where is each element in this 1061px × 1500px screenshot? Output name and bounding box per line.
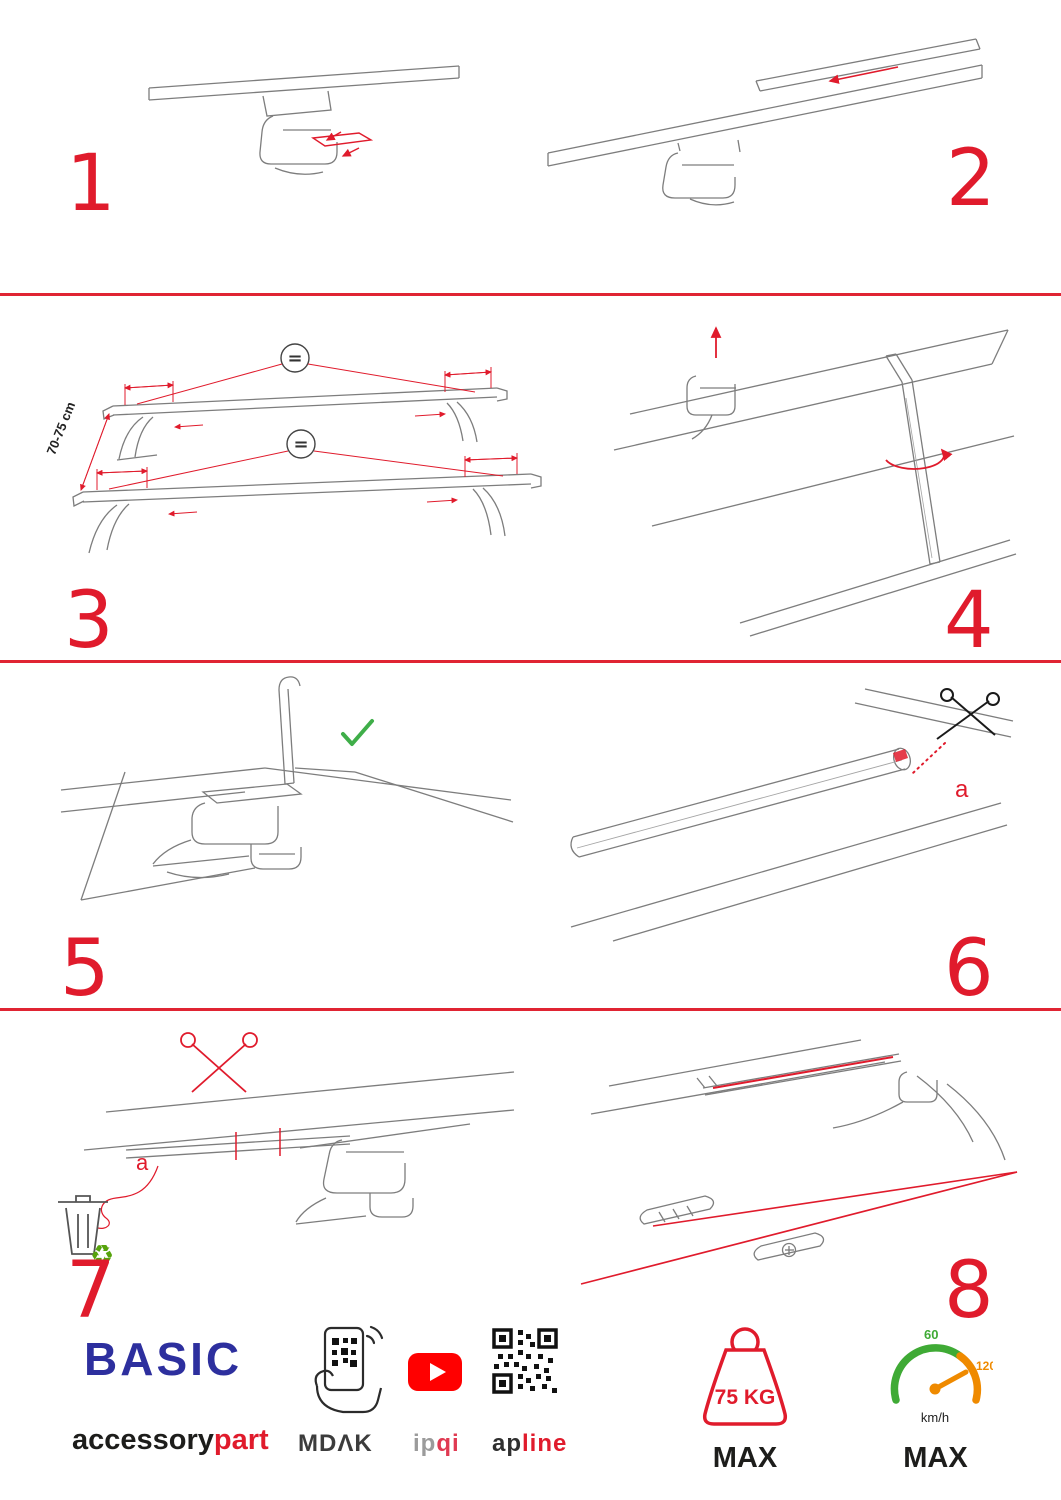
step4-illustration xyxy=(613,326,1017,637)
partner-apline-label: apline xyxy=(492,1430,567,1458)
speed-unit-label: km/h xyxy=(921,1410,949,1425)
crossbar-drawing xyxy=(547,38,983,206)
step-4-number: 4 xyxy=(944,576,994,666)
alignment-lines xyxy=(580,1056,1018,1285)
cut-marks xyxy=(235,1128,281,1160)
step-8-number: 8 xyxy=(944,1246,994,1336)
partner-ipqi-qi: qi xyxy=(436,1430,460,1457)
section-divider-1 xyxy=(0,293,1061,296)
qr-code-icon xyxy=(492,1328,558,1394)
gauge-needle xyxy=(932,1369,969,1392)
partner-mdak-label: MDΛK xyxy=(298,1430,373,1457)
step5-illustration xyxy=(60,676,514,901)
youtube-icon xyxy=(408,1353,462,1391)
step3-illustration: = = 70-75 cm xyxy=(43,343,542,554)
brand-logo-basic: BASIC xyxy=(84,1333,243,1385)
measurement-lines xyxy=(80,363,518,517)
strip-and-clamp-drawing xyxy=(83,1071,515,1225)
recycle-icon: ♻ xyxy=(90,1240,114,1270)
scissors-icon xyxy=(936,688,1000,740)
step-1-number: 1 xyxy=(66,139,116,229)
step-6-number: 6 xyxy=(944,924,994,1014)
roof-bar-drawing xyxy=(148,65,460,175)
weight-limit-value: 75 KG xyxy=(715,1386,776,1409)
section-divider-2 xyxy=(0,660,1061,663)
step8-illustration xyxy=(580,1039,1018,1285)
brand-wordmark-accessory: accessory xyxy=(72,1424,214,1456)
weight-max-label: MAX xyxy=(712,1442,778,1474)
speed-high-label: 120 xyxy=(976,1359,993,1373)
step2-illustration xyxy=(547,38,983,206)
step1-illustration xyxy=(148,65,460,175)
tighten-rotation-arrow xyxy=(885,448,953,470)
brand-wordmark-part: part xyxy=(213,1424,269,1456)
step-7-number: 7 xyxy=(66,1246,116,1336)
step-3-number: 3 xyxy=(64,576,114,666)
speed-low-label: 60 xyxy=(924,1327,938,1342)
bar-spacing-dimension: 70-75 cm xyxy=(43,400,78,457)
roof-and-key-drawing xyxy=(613,329,1017,637)
trash-bin-icon xyxy=(58,1195,108,1255)
step-2-number: 2 xyxy=(946,134,996,224)
brand-wordmark: accessorypart xyxy=(72,1424,269,1457)
phone-qr-pattern xyxy=(332,1338,357,1367)
phone-qr-scan-icon xyxy=(314,1325,384,1414)
weight-limit-icon: 75 KG xyxy=(702,1327,788,1426)
part-label-a: a xyxy=(955,776,969,803)
rubber-pad-insert xyxy=(311,131,374,157)
clamp-assembly-drawing xyxy=(60,676,514,901)
partner-ipqi-ip: ip xyxy=(413,1430,437,1457)
part-label-a: a xyxy=(136,1150,149,1175)
rail-endcaps-drawing xyxy=(590,1039,1006,1261)
partner-apline-line: line xyxy=(522,1430,568,1457)
channel-bar-drawing xyxy=(570,688,1014,942)
cut-line xyxy=(912,742,946,774)
step7-illustration: a ♻ xyxy=(58,1032,515,1270)
discard-path-line xyxy=(97,1165,159,1229)
partner-apline-ap: ap xyxy=(492,1430,523,1457)
rubber-strip-end xyxy=(893,749,908,762)
check-icon xyxy=(341,719,374,746)
step6-illustration: a xyxy=(570,688,1014,942)
speed-limit-gauge-icon: 60 120 km/h xyxy=(890,1327,993,1425)
crossbars-pair-drawing xyxy=(72,387,542,554)
equals-symbol-top: = xyxy=(287,348,302,369)
equal-spacing-indicators: = = xyxy=(280,343,316,459)
slide-direction-arrow xyxy=(828,66,899,84)
scissors-icon xyxy=(180,1032,258,1093)
speed-max-label: MAX xyxy=(903,1442,968,1474)
partner-ipqi-label: ipqi xyxy=(413,1430,460,1458)
section-divider-3 xyxy=(0,1008,1061,1011)
step-5-number: 5 xyxy=(60,924,110,1014)
equals-symbol-bottom: = xyxy=(293,434,308,455)
